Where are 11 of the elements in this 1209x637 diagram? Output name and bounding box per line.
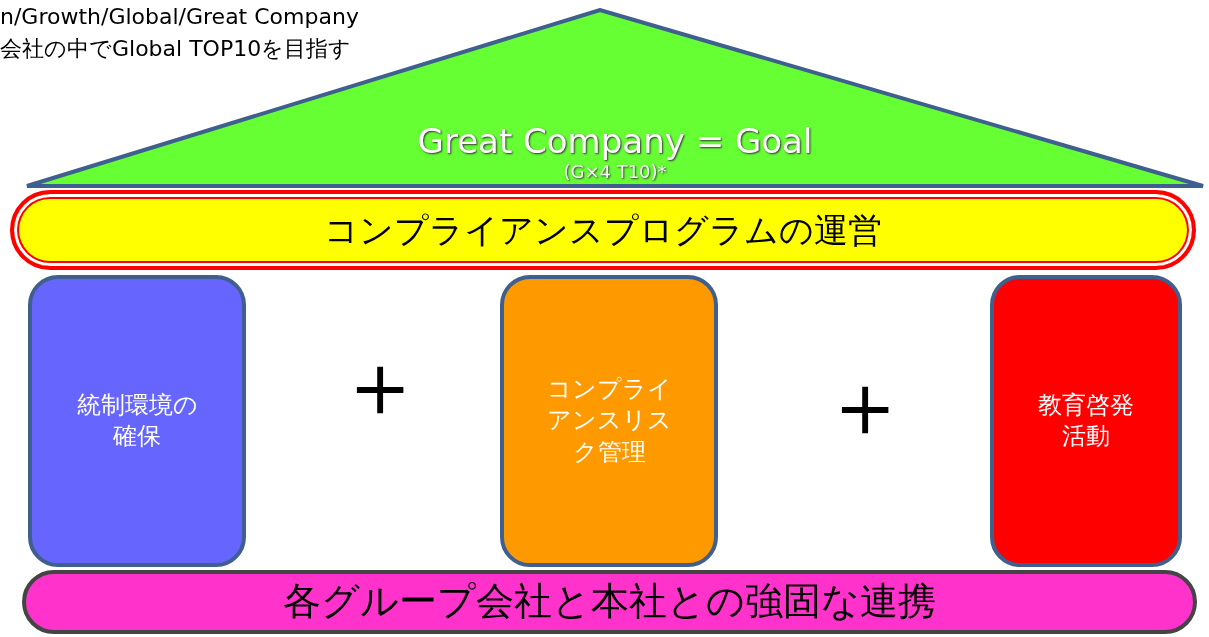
plus-sign: ＋ (335, 340, 425, 430)
note-text: 会社の中でGlobal TOP10を目指す (0, 35, 352, 63)
banner-band: コンプライアンスプログラムの運営 (10, 190, 1196, 270)
plus-sign: ＋ (820, 360, 910, 450)
note-text: n/Growth/Global/Great Company (0, 4, 359, 29)
pillar-box: 教育啓発活動 (990, 275, 1182, 567)
pillar-box: 統制環境の確保 (28, 275, 246, 567)
roof-subtitle: (G×4 T10)* (563, 161, 667, 182)
foundation-band: 各グループ会社と本社との強固な連携 (22, 570, 1197, 634)
roof-title: Great Company = Goal (417, 121, 813, 161)
pillar-box: コンプライアンスリスク管理 (500, 275, 718, 567)
